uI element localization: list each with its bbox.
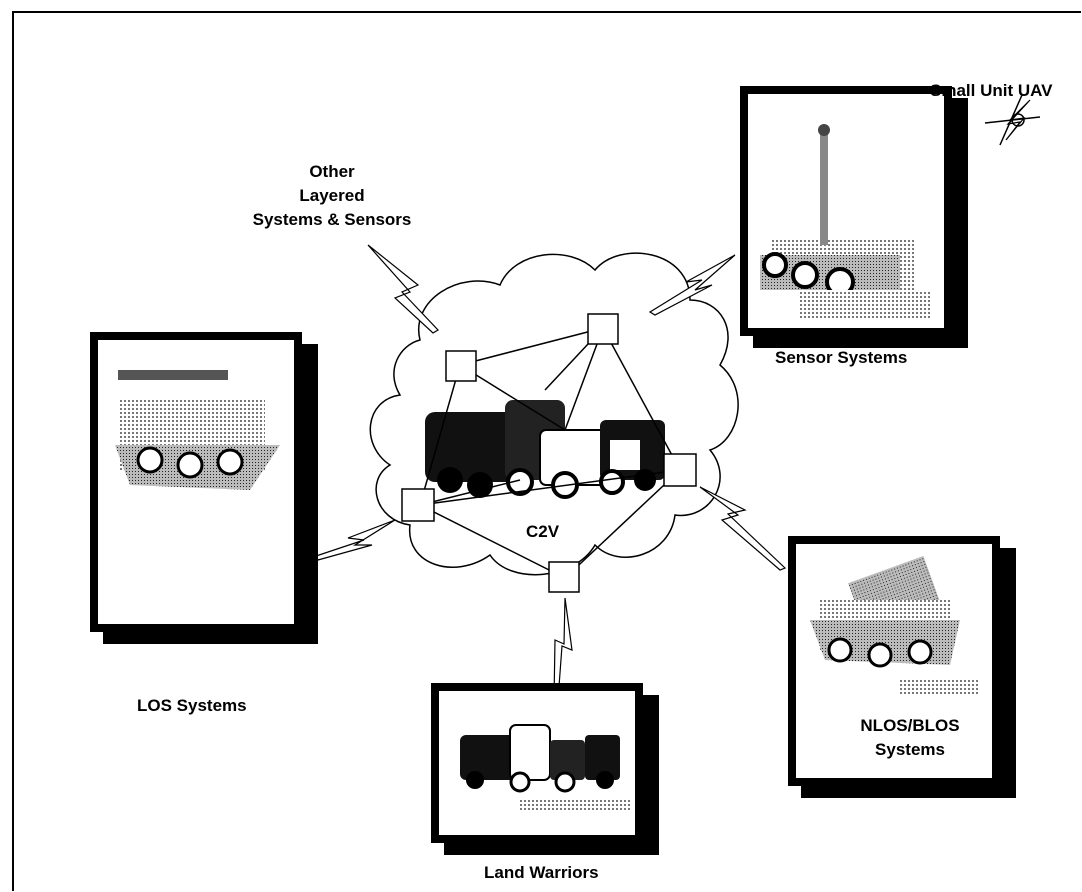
sensor-systems-label: Sensor Systems xyxy=(775,348,908,367)
other-layered-label-line2: Layered xyxy=(299,186,365,205)
other-layered-label-line3: Systems & Sensors xyxy=(252,210,412,229)
land-warriors-picture xyxy=(431,683,659,855)
network-node-squares xyxy=(401,313,697,593)
c2v-vehicle-icon xyxy=(425,400,665,499)
c2v-label: C2V xyxy=(526,522,560,541)
small-unit-uav-icon xyxy=(984,94,1041,146)
sensor-systems-picture xyxy=(740,86,968,348)
network-links xyxy=(419,327,681,579)
nlos-blos-label-line2: Systems xyxy=(875,740,945,759)
diagram-frame xyxy=(12,11,1081,891)
los-systems-label: LOS Systems xyxy=(137,696,247,715)
nlos-blos-systems-picture xyxy=(788,536,1016,798)
nlos-blos-label-line1: NLOS/BLOS xyxy=(860,716,960,735)
small-unit-uav-label: Small Unit UAV xyxy=(930,81,1053,100)
los-systems-picture xyxy=(90,332,318,644)
land-warriors-label: Land Warriors xyxy=(484,863,599,882)
other-layered-label-line1: Other xyxy=(309,162,355,181)
